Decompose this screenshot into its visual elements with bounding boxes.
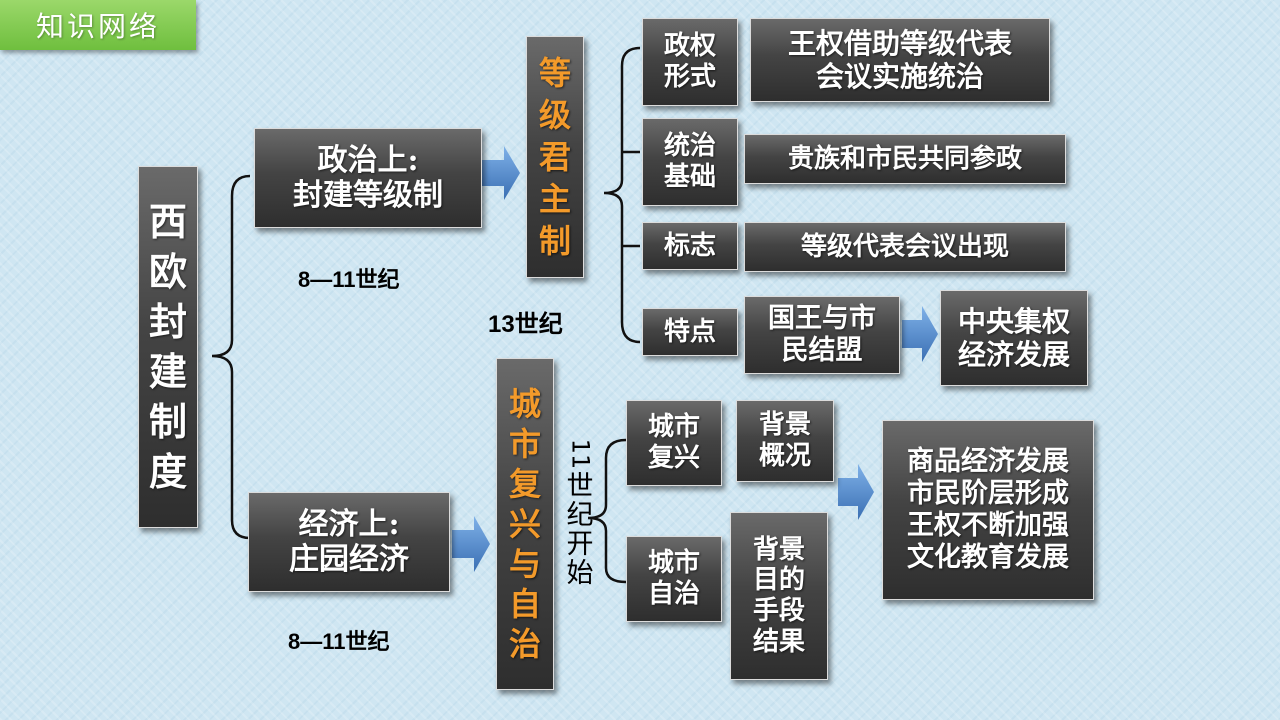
city-period-char: 世	[566, 471, 594, 502]
result-line: 中央集权	[957, 304, 1070, 338]
desc-feature: 国王与市 民结盟	[744, 296, 900, 374]
political-period: 8—11世纪	[298, 267, 400, 292]
root-char: 欧	[148, 249, 187, 294]
label-line: 复兴	[647, 443, 700, 473]
city-period-char: 始	[566, 558, 594, 589]
label-city-revival: 城市 复兴	[626, 400, 722, 486]
monarchy-char: 级	[538, 96, 571, 134]
result-line: 经济发展	[957, 338, 1070, 371]
city-char: 与	[508, 545, 541, 583]
label-line: 基础	[663, 162, 716, 192]
result-feature: 中央集权 经济发展	[940, 290, 1088, 386]
root-char: 建	[148, 349, 187, 394]
arrow-political	[482, 146, 520, 200]
root-char: 制	[148, 399, 187, 444]
city-char: 自	[508, 585, 541, 623]
desc-line: 等级代表会议出现	[800, 231, 1009, 262]
desc-line: 结果	[752, 626, 805, 657]
city-period-char: 11	[565, 438, 594, 470]
economic-period: 8—11世纪	[288, 629, 390, 654]
desc-regime-form: 王权借助等级代表 会议实施统治	[750, 18, 1050, 102]
city-char: 市	[508, 425, 541, 463]
monarchy-char: 等	[538, 54, 571, 92]
desc-line: 民结盟	[781, 335, 863, 366]
label-line: 城市	[647, 548, 700, 579]
desc-line: 贵族和市民共同参政	[787, 143, 1022, 174]
label-line: 自治	[647, 579, 700, 609]
desc-line: 会议实施统治	[815, 60, 984, 93]
city-char: 城	[508, 385, 541, 423]
arrow-city	[838, 464, 874, 520]
label-line: 特点	[663, 316, 716, 347]
root-char: 封	[148, 299, 187, 344]
result-line: 商品经济发展	[907, 446, 1069, 478]
label-regime-form: 政权 形式	[642, 18, 738, 106]
root-box: 西 欧 封 建 制 度	[138, 166, 198, 528]
city-period: 11 世 纪 开 始	[560, 438, 600, 589]
monarchy-period: 13世纪	[488, 311, 563, 338]
label-feature: 特点	[642, 308, 738, 356]
arrow-feature	[902, 306, 938, 362]
label-line: 城市	[647, 412, 700, 443]
root-brace	[211, 174, 251, 540]
monarchy-brace	[603, 46, 641, 344]
city-period-char: 纪	[566, 500, 594, 531]
label-line: 标志	[663, 230, 716, 261]
root-char: 度	[148, 449, 187, 494]
desc-line: 背景	[758, 410, 811, 441]
desc-line: 手段	[752, 596, 805, 626]
result-line: 王权不断加强	[907, 510, 1069, 541]
city-char: 兴	[508, 505, 541, 543]
political-line1: 政治上:	[317, 142, 419, 178]
root-char: 西	[148, 199, 187, 244]
desc-rule-base: 贵族和市民共同参政	[744, 134, 1066, 184]
result-line: 文化教育发展	[907, 541, 1069, 573]
political-box: 政治上: 封建等级制	[254, 128, 482, 228]
label-rule-base: 统治 基础	[642, 118, 738, 206]
monarchy-char: 主	[538, 180, 571, 218]
city-box: 城 市 复 兴 与 自 治	[496, 358, 554, 690]
city-period-char: 开	[566, 529, 594, 560]
monarchy-char: 制	[538, 222, 571, 260]
desc-symbol: 等级代表会议出现	[744, 222, 1066, 272]
label-city-autonomy: 城市 自治	[626, 536, 722, 622]
city-char: 复	[508, 465, 541, 503]
monarchy-box: 等 级 君 主 制	[526, 36, 584, 278]
desc-line: 概况	[758, 441, 811, 471]
monarchy-char: 君	[538, 138, 571, 176]
desc-line: 王权借助等级代表	[787, 26, 1012, 60]
label-line: 统治	[663, 131, 716, 162]
economic-line1: 经济上:	[298, 506, 400, 542]
economic-line2: 庄园经济	[289, 542, 409, 577]
city-results-box: 商品经济发展 市民阶层形成 王权不断加强 文化教育发展	[882, 420, 1094, 600]
desc-city-autonomy: 背景 目的 手段 结果	[730, 512, 828, 680]
desc-line: 背景	[752, 534, 805, 565]
section-tab: 知识网络	[0, 0, 196, 50]
arrow-economic	[452, 516, 490, 572]
city-brace	[587, 438, 627, 584]
desc-line: 目的	[752, 565, 805, 596]
result-line: 市民阶层形成	[907, 478, 1069, 510]
label-line: 形式	[663, 62, 716, 92]
label-line: 政权	[663, 31, 716, 62]
city-char: 治	[508, 625, 541, 663]
desc-city-revival: 背景 概况	[736, 400, 834, 482]
economic-box: 经济上: 庄园经济	[248, 492, 450, 592]
political-line2: 封建等级制	[293, 178, 443, 213]
label-symbol: 标志	[642, 222, 738, 270]
desc-line: 国王与市	[768, 303, 876, 335]
